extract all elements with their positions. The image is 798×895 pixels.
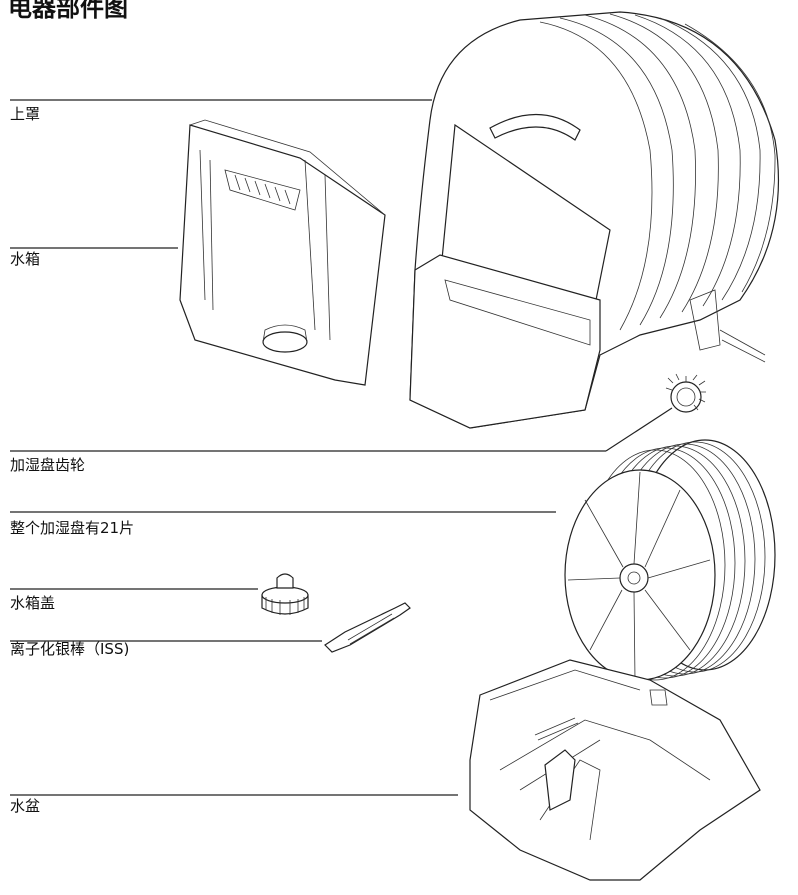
top-cover-part: [409, 11, 780, 429]
diagram-title: 电器部件图: [8, 0, 128, 22]
disc-gear-part: [665, 373, 706, 413]
leader-lines: [10, 99, 673, 796]
label-disc-stack: 整个加湿盘有21片: [10, 519, 135, 537]
leader-line-disc-gear-tail: [605, 407, 673, 452]
label-ion-rod: 离子化银棒（ISS): [10, 640, 130, 658]
label-tank-cap: 水箱盖: [10, 594, 56, 612]
water-tank-part: [179, 119, 386, 386]
disc-stack-part: [564, 439, 776, 681]
label-water-tank: 水箱: [10, 250, 41, 268]
ion-rod-part: [324, 602, 411, 653]
water-basin-part: [469, 659, 761, 881]
label-top-cover: 上罩: [10, 105, 41, 123]
label-disc-gear: 加湿盘齿轮: [10, 456, 86, 474]
tank-cap-part: [261, 573, 309, 615]
label-water-basin: 水盆: [10, 797, 41, 815]
